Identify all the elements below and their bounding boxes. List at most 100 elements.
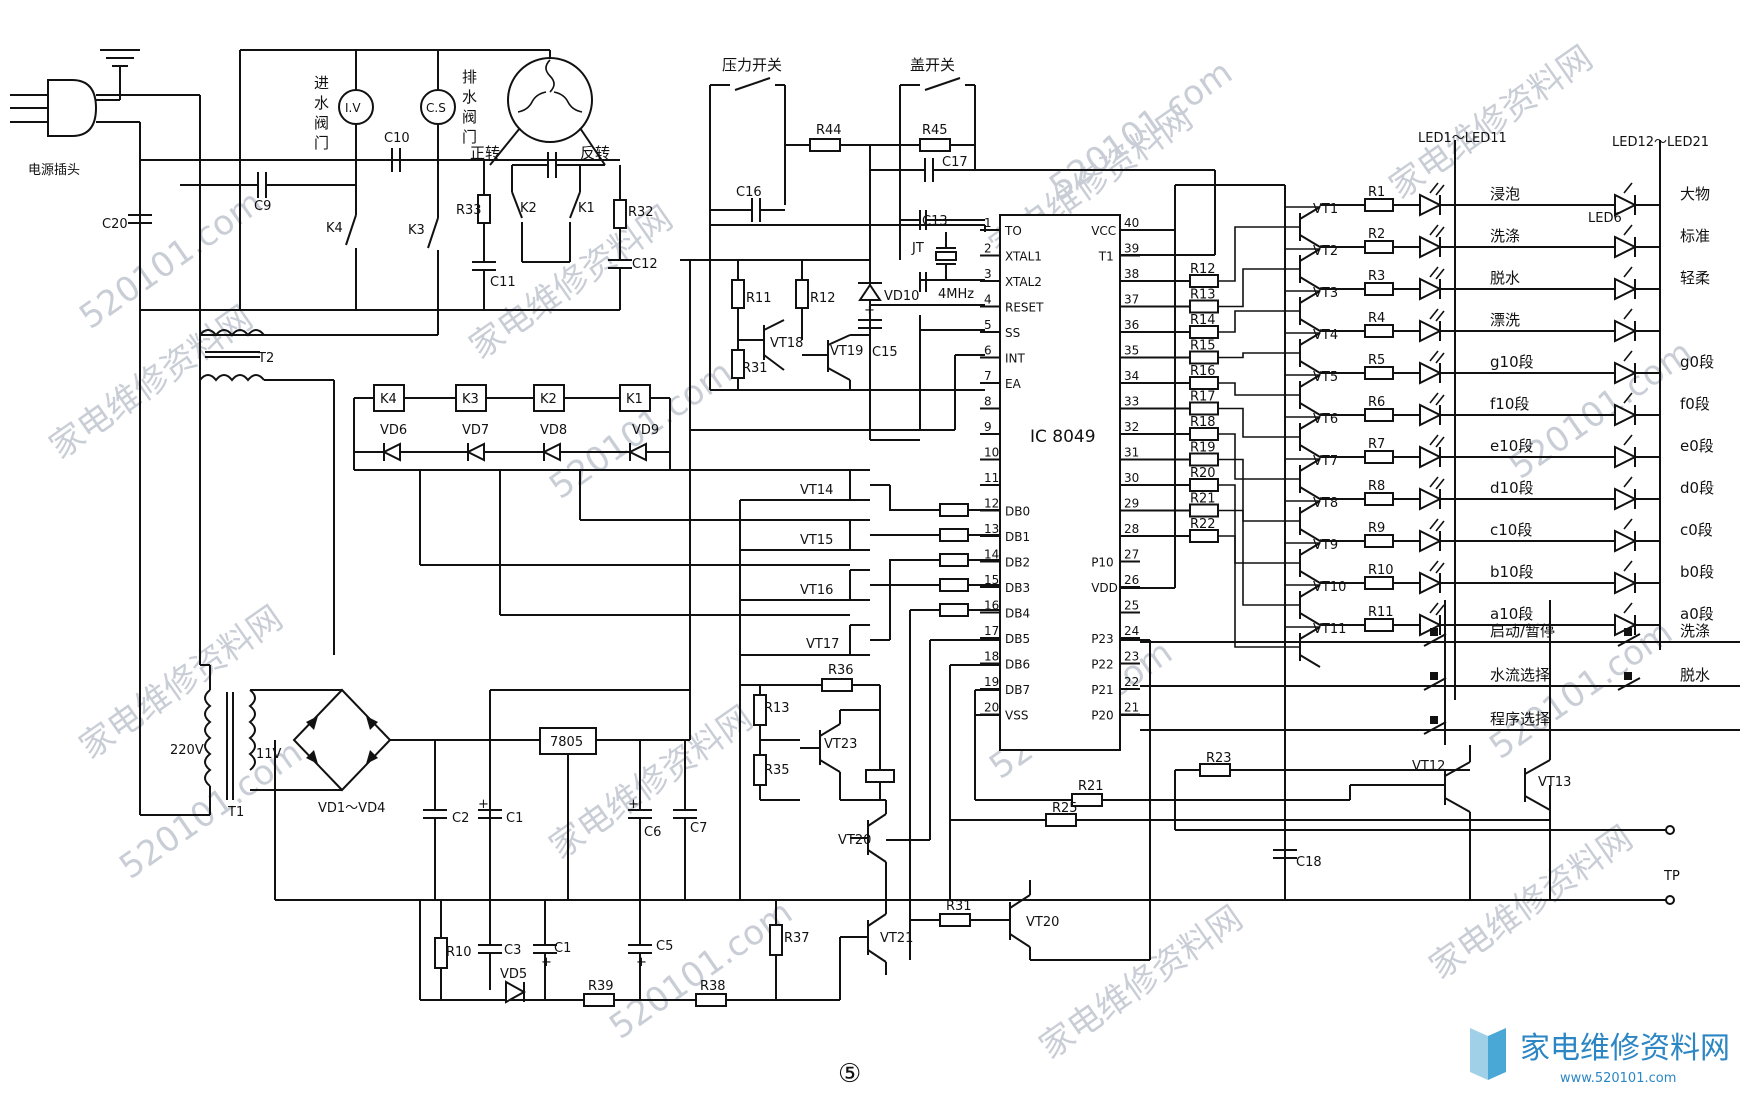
svg-text:JT: JT — [911, 241, 924, 256]
wire — [1218, 310, 1300, 333]
ic-pin-name: DB0 — [1005, 505, 1030, 519]
svg-text:+: + — [478, 797, 489, 812]
wire — [1218, 484, 1300, 564]
svg-text:R25: R25 — [1052, 801, 1078, 816]
led-icon — [1419, 571, 1443, 595]
svg-text:R21: R21 — [1078, 779, 1104, 794]
resistor-label: R22 — [1190, 517, 1216, 532]
resistor-label: R15 — [1190, 339, 1216, 354]
ic-pin-number: 38 — [1124, 267, 1139, 281]
bridge-rectifier: VD1～VD4 — [250, 688, 690, 816]
ic-pin-number: 27 — [1124, 548, 1139, 562]
resistor-label: R5 — [1368, 353, 1385, 368]
led-label: b0段 — [1680, 563, 1714, 581]
resistor-label: R17 — [1190, 390, 1216, 405]
inlet-valve: I.V 进 水 阀 门 — [314, 50, 374, 205]
svg-text:R39: R39 — [588, 979, 614, 994]
led-ray — [1623, 434, 1633, 446]
ic-pin-name: XTAL2 — [1005, 275, 1042, 289]
ic-pin-number: 2 — [984, 242, 992, 256]
resistor-label: R19 — [1190, 441, 1216, 456]
ic-pin-name: EA — [1005, 377, 1022, 391]
svg-text:排: 排 — [462, 68, 477, 86]
key-label: 启动/暂停 — [1490, 622, 1555, 640]
svg-text:门: 门 — [462, 128, 477, 146]
svg-text:C11: C11 — [490, 275, 516, 290]
led-label: a0段 — [1680, 605, 1714, 623]
led-icon — [1614, 193, 1638, 217]
svg-text:C12: C12 — [632, 257, 658, 272]
transistor-vt19: VT19 — [802, 334, 863, 381]
transistor-vt20: VT20 — [838, 813, 887, 863]
relay-k1: K1 — [619, 384, 651, 412]
resistor-label: R3 — [1368, 269, 1385, 284]
svg-text:C15: C15 — [872, 345, 898, 360]
ic-pin-name: VCC — [1091, 224, 1116, 238]
led-ray — [1435, 268, 1445, 280]
svg-text:R10: R10 — [446, 945, 472, 960]
led-ray — [1623, 182, 1633, 194]
led-icon — [1614, 445, 1638, 469]
svg-text:220V: 220V — [170, 743, 204, 758]
led-ray — [1435, 478, 1445, 490]
transistor-collector — [1299, 248, 1321, 262]
wire — [1218, 458, 1300, 522]
resistor-label: R2 — [1368, 227, 1385, 242]
svg-text:+: + — [628, 797, 639, 812]
svg-text:盖开关: 盖开关 — [910, 56, 955, 74]
svg-text:K2: K2 — [520, 201, 537, 216]
svg-text:K2: K2 — [540, 392, 557, 407]
motor: 正转 反转 — [470, 50, 610, 166]
ic-pin-number: 15 — [984, 573, 999, 587]
ic-pin-name: VDD — [1091, 581, 1118, 595]
svg-text:+: + — [636, 955, 647, 970]
logo-url: www.520101.com — [1560, 1071, 1676, 1086]
led-ray — [1435, 352, 1445, 364]
ic-pin-name: T1 — [1098, 250, 1114, 264]
svg-text:阀: 阀 — [314, 114, 329, 132]
ic-pin-name: DB4 — [1005, 607, 1030, 621]
led-ray — [1623, 560, 1633, 572]
transistor-collector — [1299, 290, 1321, 304]
db-resistors — [939, 503, 969, 617]
led-label: 洗涤 — [1490, 227, 1520, 245]
resistor — [1364, 534, 1394, 548]
led-label: a10段 — [1490, 605, 1533, 623]
resistor-label: R12 — [1190, 262, 1216, 277]
svg-text:VT13: VT13 — [1538, 775, 1571, 790]
led-label: e0段 — [1680, 437, 1714, 455]
svg-text:I.V: I.V — [345, 101, 361, 115]
ic-pin-name: VSS — [1005, 709, 1028, 723]
svg-text:压力开关: 压力开关 — [722, 56, 782, 74]
svg-text:C6: C6 — [644, 825, 661, 840]
transistor-emitter — [1299, 360, 1321, 374]
svg-text:VT18: VT18 — [770, 336, 803, 351]
svg-text:VD7: VD7 — [462, 423, 489, 438]
ic-pin-number: 32 — [1124, 420, 1139, 434]
resistor — [1364, 576, 1394, 590]
led-label: 轻柔 — [1680, 269, 1710, 287]
ic-pin-number: 1 — [984, 216, 992, 230]
led-icon — [1419, 193, 1443, 217]
ic-pin-number: 25 — [1124, 599, 1139, 613]
relay-k4: K4 — [373, 384, 405, 412]
led-icon — [1419, 487, 1443, 511]
switch-k4: K4 — [326, 205, 357, 310]
led-group1-title: LED1～LED11 — [1418, 131, 1507, 146]
key-label: 洗涤 — [1680, 622, 1710, 640]
led-ray — [1435, 310, 1445, 322]
svg-text:R13: R13 — [764, 701, 790, 716]
led-ray — [1623, 476, 1633, 488]
ic-pin-number: 21 — [1124, 701, 1139, 715]
wire — [1218, 509, 1300, 606]
led-label: 大物 — [1680, 185, 1710, 203]
svg-text:C5: C5 — [656, 939, 673, 954]
resistor — [1364, 492, 1394, 506]
led-icon — [1614, 277, 1638, 301]
ic-pin-name: P21 — [1091, 683, 1114, 697]
svg-text:VD5: VD5 — [500, 967, 527, 982]
svg-text:C10: C10 — [384, 131, 410, 146]
